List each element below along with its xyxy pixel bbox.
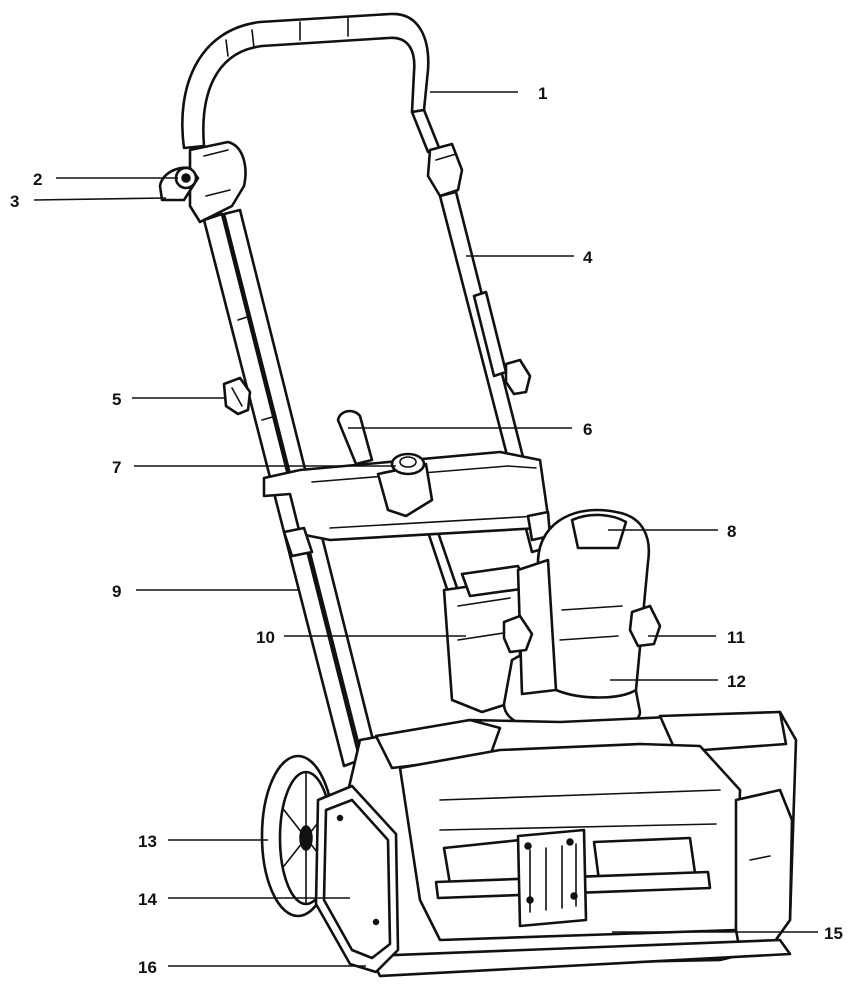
chute-bracket bbox=[442, 564, 530, 714]
leader-3 bbox=[33, 197, 167, 201]
upper-right-clamp bbox=[426, 142, 464, 198]
callout-labels: 1 2 3 4 5 6 7 8 9 10 11 12 13 14 15 16 bbox=[10, 84, 843, 977]
callout-10: 10 bbox=[256, 628, 275, 647]
crank-knob bbox=[376, 452, 434, 518]
callout-11: 11 bbox=[727, 628, 745, 647]
leader-lines bbox=[33, 91, 818, 967]
chute bbox=[502, 508, 651, 735]
housing bbox=[344, 710, 798, 978]
chute-knob-left bbox=[502, 614, 534, 654]
callout-16: 16 bbox=[138, 958, 157, 977]
upper-handle bbox=[181, 12, 442, 154]
callout-3: 3 bbox=[10, 192, 19, 211]
callout-2: 2 bbox=[33, 170, 42, 189]
callout-6: 6 bbox=[583, 420, 592, 439]
callout-1: 1 bbox=[538, 84, 547, 103]
right-knob bbox=[504, 358, 532, 396]
switch-box bbox=[158, 140, 247, 224]
chute-knob-right bbox=[628, 604, 662, 648]
left-side-panel bbox=[314, 784, 400, 974]
callout-7: 7 bbox=[112, 458, 121, 477]
callout-4: 4 bbox=[583, 248, 593, 267]
callout-14: 14 bbox=[138, 890, 157, 909]
left-knob bbox=[222, 376, 252, 416]
callout-8: 8 bbox=[727, 522, 736, 541]
callout-5: 5 bbox=[112, 390, 121, 409]
callout-13: 13 bbox=[138, 832, 157, 851]
callout-15: 15 bbox=[824, 924, 843, 943]
callout-12: 12 bbox=[727, 672, 746, 691]
callout-9: 9 bbox=[112, 582, 121, 601]
